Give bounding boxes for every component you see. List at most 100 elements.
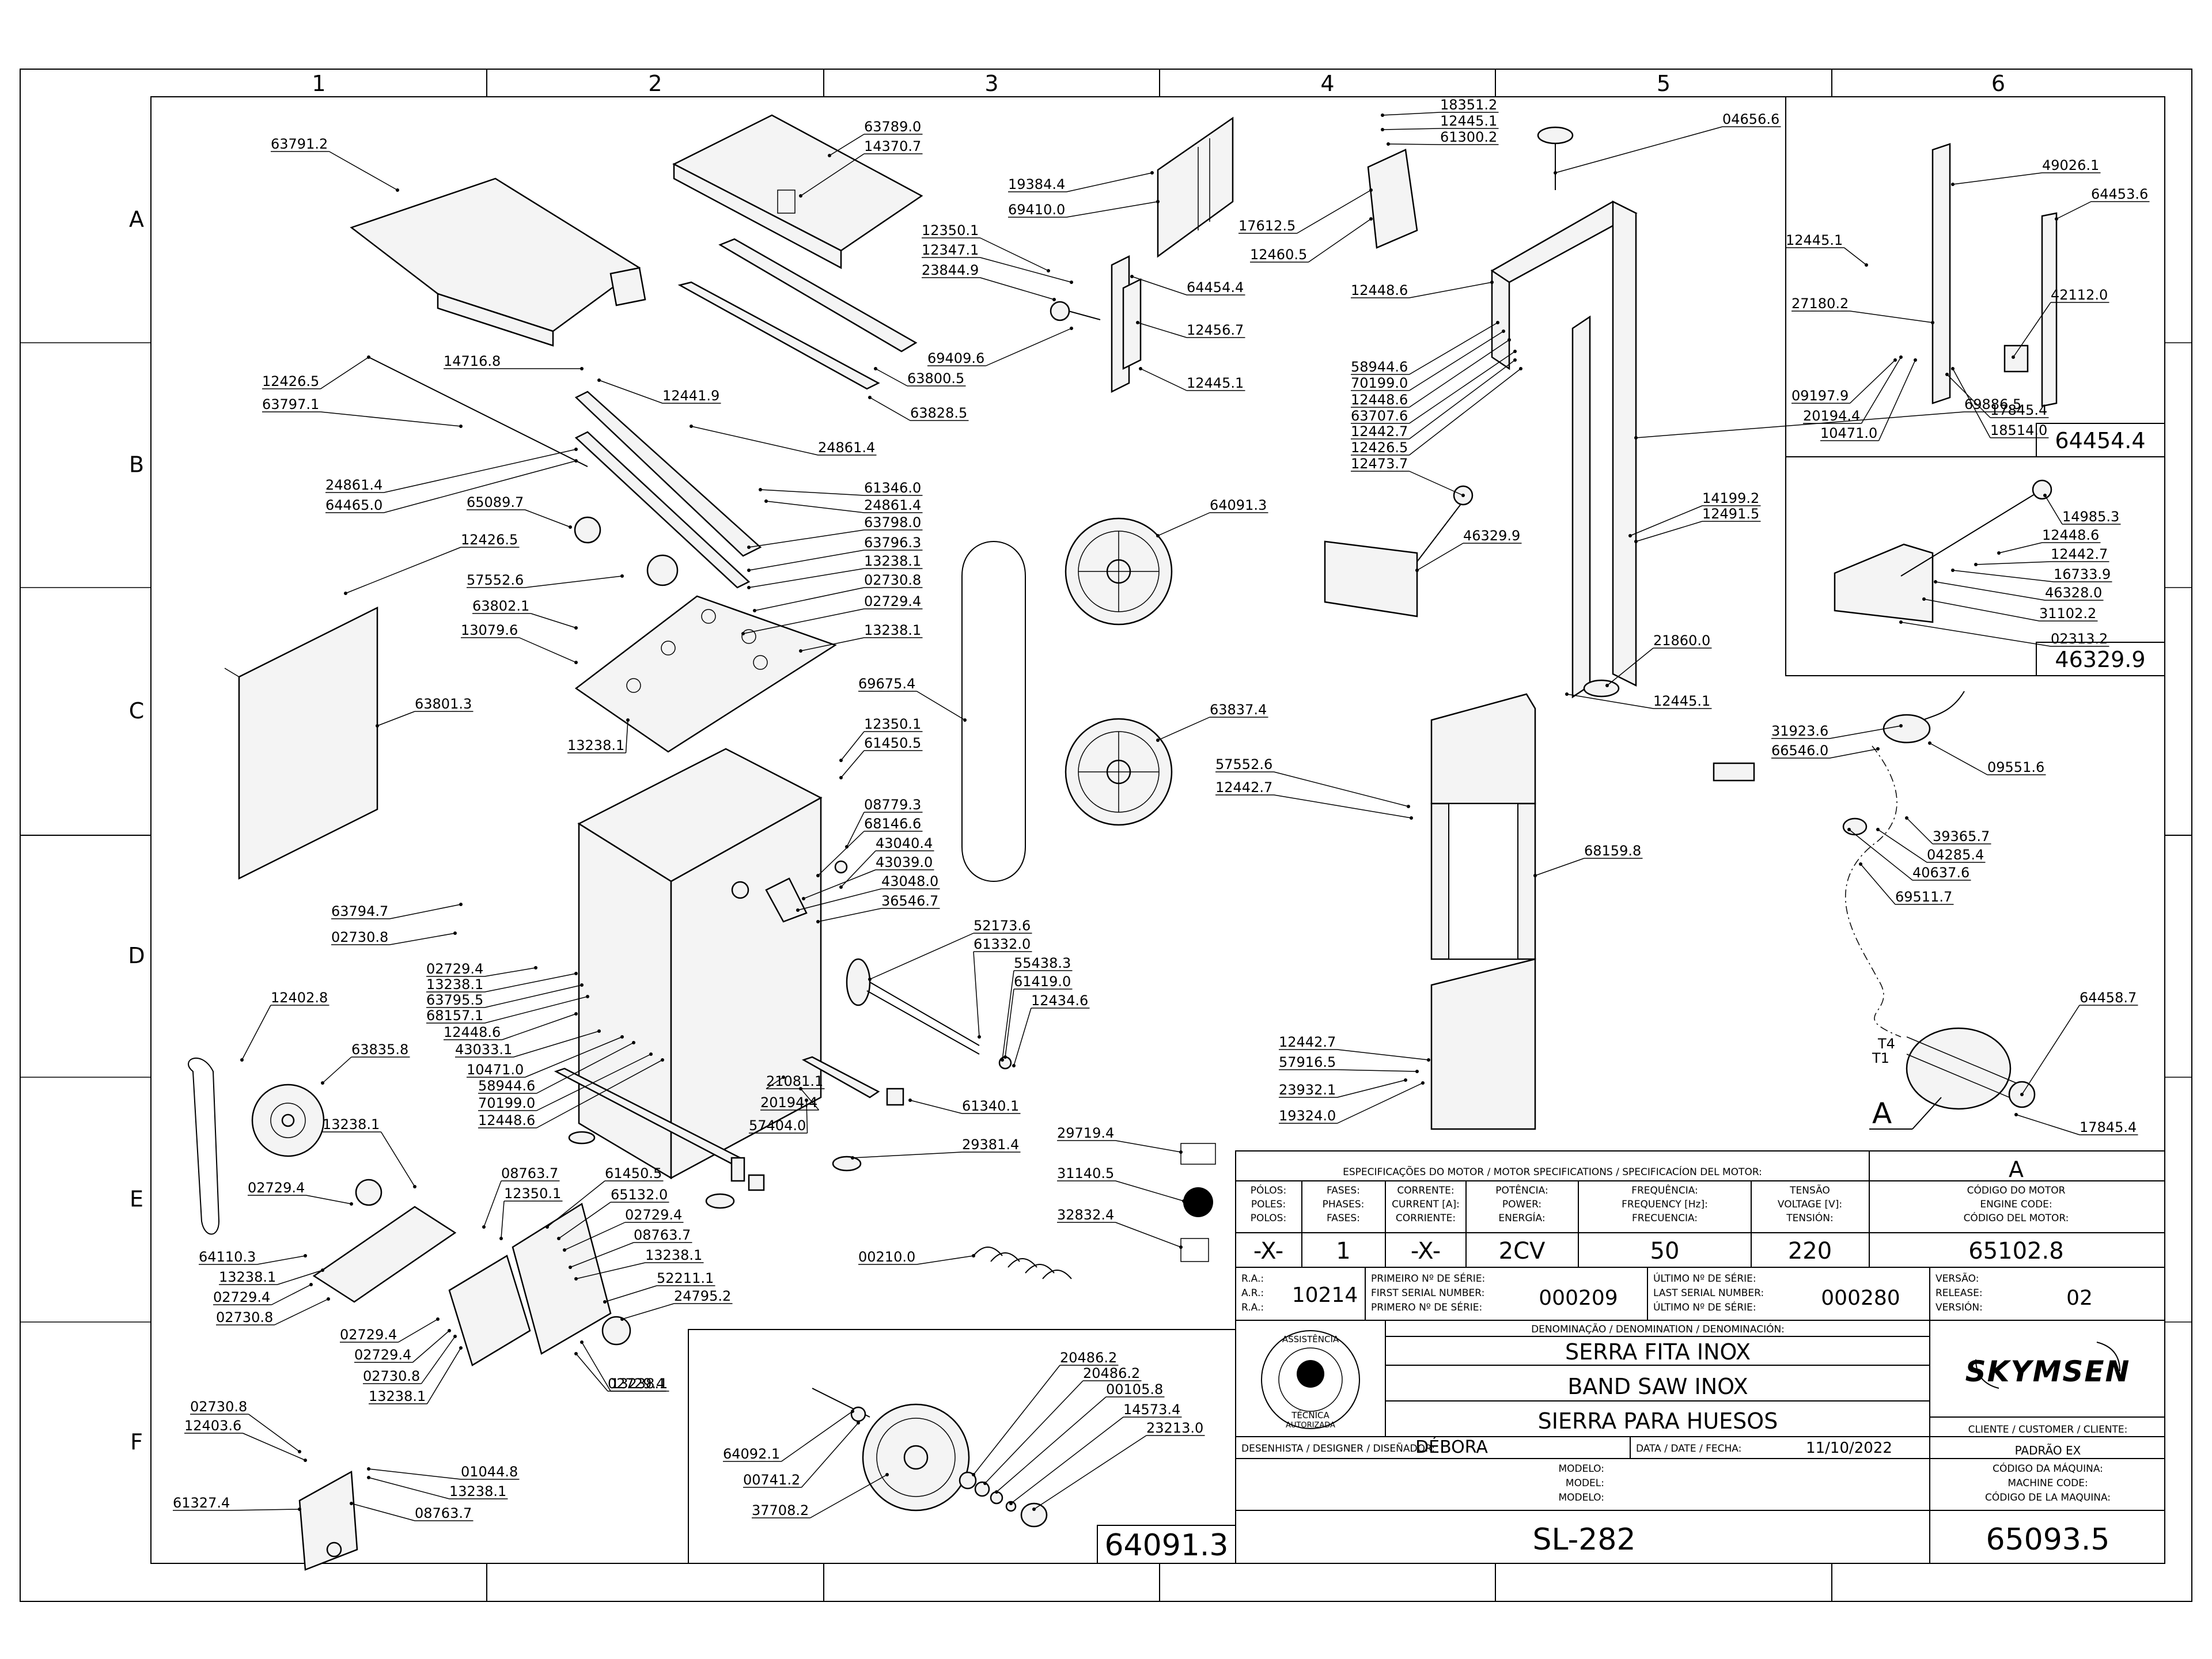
callout-leader-dot [2043,494,2047,497]
callout-leader [525,575,623,588]
callout-leader [1010,1416,1124,1504]
callout-leader [800,1088,820,1111]
callout-leader [1308,218,1372,263]
first-serial-label-1: PRIMEIRO Nº DE SÉRIE: [1371,1272,1485,1285]
callout-leader-dot [868,396,872,399]
last-serial-label-3: ÚLTIMO Nº DE SÉRIE: [1653,1301,1756,1313]
part-number-motor-2: 09551.6 [1987,759,2044,775]
part-number-frame-4: 17612.5 [1238,218,1296,234]
callout-leader-dot [1009,1502,1013,1505]
part-number-frame-14: 69886.5 [1964,396,2021,412]
motor-spec-header: CÓDIGO DO MOTOR [1967,1184,2066,1196]
svg-text:SKYMSEN: SKYMSEN [1965,1355,2131,1388]
motor-spec-header: FASES: [1327,1213,1360,1224]
part-number-top_left-30: 63802.1 [472,598,529,614]
part-number-top_left-26: 12426.5 [461,532,518,548]
callout-leader-dot [1032,1508,1036,1511]
callout-leader [916,1255,974,1265]
callout-leader [1140,368,1187,391]
part-number-frame-21: 12442.7 [1215,779,1272,796]
motor-spec-value: -X- [1411,1238,1441,1264]
callout-leader [1157,717,1210,741]
callout-leader [1849,359,1896,404]
part-number-middle-22: 12448.6 [444,1024,501,1040]
worktable-top [350,177,646,347]
part-number-top_left-2: 14370.7 [864,138,921,154]
callout-leader [1388,143,1441,145]
front-cover [1430,693,1536,1130]
callout-leader [320,411,461,427]
callout-leader-dot [1899,620,1903,624]
part-number-top_left-5: 12350.1 [922,222,979,238]
callout-leader-dot [747,546,751,549]
part-number-symbols-0: 29719.4 [1057,1125,1114,1141]
callout-leader-dot [1533,874,1537,877]
column-label: 3 [984,71,998,96]
callout-leader [243,1433,306,1461]
motor-mount [312,1179,631,1366]
motor-spec-header: ENGINE CODE: [1980,1199,2052,1210]
part-number-bottom_left-10: 13238.1 [645,1247,702,1263]
callout-leader [484,967,536,977]
callout-leader-dot [574,972,578,975]
drive-shaft [846,958,1012,1070]
part-number-middle-26: 70199.0 [478,1095,535,1111]
part-number-top_left-22: 24861.4 [864,497,921,513]
callout-leader [760,489,865,496]
guide-rails [677,238,918,390]
callout-leader-dot [799,194,802,198]
callout-leader [536,1054,652,1111]
callout-leader-dot [1410,816,1413,820]
callout-leader [248,1414,300,1452]
inset-a-title: 64454.4 [2055,428,2145,453]
callout-leader-dot [620,1317,624,1321]
callout-leader-dot [1859,862,1862,866]
motor-spec-value: 220 [1788,1238,1832,1264]
part-number-middle-24: 10471.0 [467,1062,524,1078]
callout-leader [2056,201,2092,219]
callout-leader-dot [396,188,399,192]
motor-detail-label: A [1872,1097,1892,1130]
part-number-bottom_left-27: 61327.4 [173,1495,230,1511]
callout-leader [1066,172,1153,192]
callout-leader [980,277,1055,300]
callout-leader-dot [839,759,843,762]
part-number-middle-10: 36546.7 [881,893,938,909]
callout-leader [869,397,911,421]
callout-leader [426,1347,461,1404]
callout-leader [986,328,1072,366]
callout-leader [1607,647,1654,686]
callout-leader-dot [574,1352,578,1355]
callout-leader [622,1303,675,1320]
callout-leader [329,151,398,191]
motor-spec-header: POLOS: [1251,1213,1286,1224]
part-number-inset_b-1: 12448.6 [2042,527,2099,543]
callout-leader [564,1222,626,1251]
machine-code-label-3: CÓDIGO DE LA MAQUINA: [1985,1491,2111,1503]
part-number-wheel_inset-4: 23213.0 [1146,1420,1203,1436]
denomination-label: DENOMINAÇÃO / DENOMINATION / DENOMINACIÓ… [1531,1323,1785,1335]
callout-leader [531,613,577,628]
callout-leader-dot [1899,355,1903,359]
motor-spec-value: 65102.8 [1968,1238,2063,1264]
stamp-text-2: TÉCNICA [1291,1410,1330,1421]
part-number-middle-6: 68146.6 [864,816,921,832]
callout-leader-dot [1130,275,1134,278]
callout-leader-dot [626,718,630,722]
callout-leader-dot [759,488,762,491]
part-number-inset_a-8: 17845.4 [1990,402,2047,418]
callout-leader [484,973,577,993]
callout-leader [829,134,865,156]
ra-label-2: A.R.: [1241,1287,1264,1299]
part-number-middle-27: 12448.6 [478,1112,535,1128]
callout-leader [2021,1005,2080,1095]
callout-leader [1297,190,1372,234]
callout-leader-dot [448,1329,451,1332]
callout-leader-dot [1156,200,1160,203]
machine-name-en: BAND SAW INOX [1567,1374,1748,1399]
callout-leader-dot [1012,1064,1016,1067]
callout-leader [1002,970,1014,1060]
callout-leader-dot [574,1277,578,1281]
electric-motor [1906,1027,2036,1110]
part-number-bottom_left-5: 12350.1 [504,1185,561,1202]
